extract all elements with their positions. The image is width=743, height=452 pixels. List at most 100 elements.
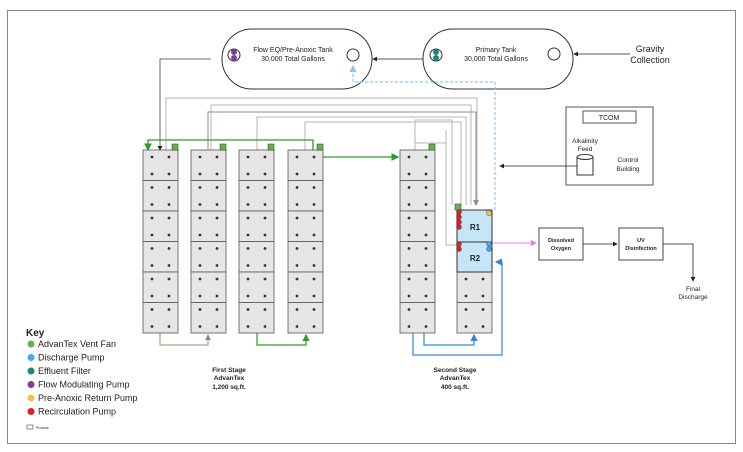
pod-nozzle bbox=[263, 186, 267, 189]
pod-nozzle bbox=[312, 155, 316, 159]
pod-nozzle bbox=[198, 233, 202, 237]
pod-nozzle bbox=[198, 247, 202, 250]
advantex-pod bbox=[456, 271, 493, 334]
recirc-line-4 bbox=[304, 121, 462, 205]
pod-cell bbox=[456, 271, 493, 303]
pod-nozzle bbox=[215, 172, 219, 176]
advantex-pod bbox=[190, 143, 227, 334]
pod-nozzle bbox=[464, 277, 468, 281]
pod-nozzle bbox=[198, 294, 202, 298]
pod-nozzle bbox=[312, 216, 316, 220]
pod-nozzle bbox=[198, 172, 202, 176]
pod-cell bbox=[238, 302, 275, 334]
pod-cell bbox=[190, 241, 227, 273]
pod-cell bbox=[287, 241, 324, 273]
pod-nozzle bbox=[246, 216, 250, 220]
pod-nozzle bbox=[424, 264, 428, 267]
pod-nozzle bbox=[198, 186, 202, 189]
pod-nozzle bbox=[150, 308, 154, 311]
process-key-label: Process bbox=[36, 426, 49, 430]
r1-label: R1 bbox=[470, 223, 481, 232]
pod-nozzle bbox=[215, 247, 219, 250]
pod-nozzle bbox=[312, 247, 316, 250]
control-label: Control bbox=[618, 157, 640, 164]
pod-nozzle bbox=[407, 233, 411, 237]
flow-eq-to-pod1-line bbox=[157, 58, 211, 151]
flow-modulating-pump-icon bbox=[231, 49, 237, 55]
pod-nozzle bbox=[407, 186, 411, 189]
legend-swatch-icon bbox=[27, 381, 35, 388]
second-stage-area: 400 sq.ft. bbox=[441, 384, 469, 391]
dissolved-oxygen-box: Dissolved Oxygen bbox=[538, 227, 584, 261]
legend-item: Discharge Pump bbox=[27, 353, 105, 363]
pod-nozzle bbox=[215, 186, 219, 189]
pod-nozzle bbox=[198, 264, 202, 267]
pod-nozzle bbox=[167, 247, 171, 250]
pod-nozzle bbox=[246, 233, 250, 237]
pod-nozzle bbox=[424, 203, 428, 206]
pod-nozzle bbox=[198, 325, 202, 328]
pod-nozzle bbox=[464, 294, 468, 298]
pod-nozzle bbox=[481, 277, 485, 281]
pod-nozzle bbox=[295, 186, 299, 189]
pod-nozzle bbox=[215, 233, 219, 237]
pod-nozzle bbox=[312, 277, 316, 281]
pod-nozzle bbox=[263, 155, 267, 159]
pod-cell bbox=[142, 241, 179, 273]
legend-label: Flow Modulating Pump bbox=[38, 380, 130, 390]
recirculation-pump-icon bbox=[456, 224, 462, 230]
vent-fan-icon bbox=[316, 143, 324, 151]
vent-green-line bbox=[144, 139, 314, 152]
legend-swatch-icon bbox=[27, 367, 35, 375]
pod-nozzle bbox=[312, 186, 316, 189]
pod-nozzle bbox=[295, 247, 299, 250]
legend-item: Flow Modulating Pump bbox=[27, 380, 130, 390]
pod-nozzle bbox=[424, 294, 428, 298]
pod-nozzle bbox=[150, 233, 154, 237]
pod-nozzle bbox=[295, 308, 299, 311]
tcom-label: TCOM bbox=[599, 115, 620, 122]
pod-cell bbox=[238, 149, 275, 181]
pod-nozzle bbox=[312, 203, 316, 206]
collection-label: Collection bbox=[630, 55, 670, 65]
pod-nozzle bbox=[167, 155, 171, 159]
pod-nozzle bbox=[167, 325, 171, 328]
pod-cell bbox=[190, 302, 227, 334]
pre-anoxic-return-line bbox=[349, 64, 496, 210]
pod-nozzle bbox=[198, 203, 202, 206]
pod-nozzle bbox=[150, 203, 154, 206]
legend-swatch-icon bbox=[27, 394, 35, 402]
pod-nozzle bbox=[312, 172, 316, 176]
effluent-filter-icon bbox=[433, 55, 439, 61]
pod-nozzle bbox=[150, 172, 154, 176]
building-label: Building bbox=[616, 166, 640, 173]
recirc-line-5 bbox=[414, 119, 453, 205]
final-label: Final bbox=[686, 286, 701, 293]
oxygen-label: Oxygen bbox=[551, 246, 572, 252]
vent-fan-icon bbox=[428, 143, 436, 151]
primary-inlet-icon bbox=[547, 47, 561, 61]
advantex-pod bbox=[238, 143, 275, 334]
pod-cell bbox=[399, 210, 436, 242]
legend-item: Recirculation Pump bbox=[27, 407, 116, 417]
legend-label: Discharge Pump bbox=[38, 353, 105, 363]
pod-nozzle bbox=[312, 233, 316, 237]
alkalinity-label: Alkalinity bbox=[572, 138, 598, 145]
pod-nozzle bbox=[246, 155, 250, 159]
legend-label: Recirculation Pump bbox=[38, 407, 116, 417]
pod-cell bbox=[142, 180, 179, 212]
pod-cell bbox=[142, 149, 179, 181]
pod-nozzle bbox=[407, 294, 411, 298]
pod-nozzle bbox=[246, 277, 250, 281]
pod-nozzle bbox=[407, 277, 411, 281]
pod-nozzle bbox=[246, 264, 250, 267]
pod-nozzle bbox=[215, 294, 219, 298]
legend-label: Pre-Anoxic Return Pump bbox=[38, 393, 138, 403]
pod-nozzle bbox=[150, 155, 154, 159]
legend-swatch-icon bbox=[27, 354, 35, 361]
disinfection-label: Disinfection bbox=[625, 246, 657, 252]
pod-nozzle bbox=[424, 308, 428, 311]
pod-cell bbox=[456, 302, 493, 334]
legend-item: Pre-Anoxic Return Pump bbox=[27, 393, 138, 403]
pod-nozzle bbox=[167, 277, 171, 281]
